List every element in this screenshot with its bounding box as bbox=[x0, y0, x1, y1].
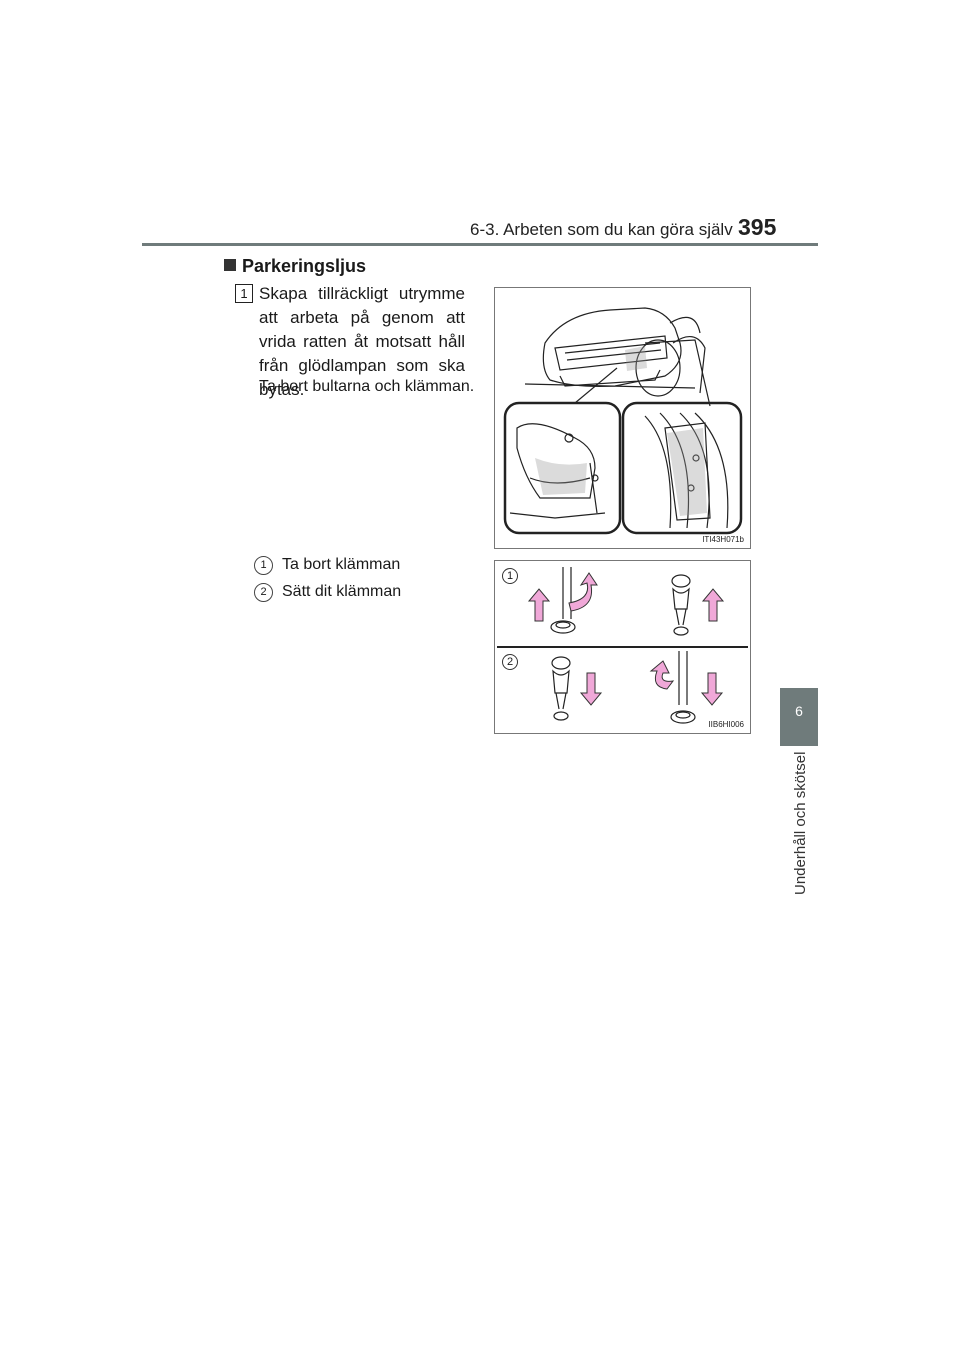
chapter-tab-label-text: Underhåll och skötsel bbox=[792, 751, 809, 895]
clip-illustration: 1 2 bbox=[494, 560, 751, 734]
clip-figure-label-1: 1 bbox=[502, 568, 518, 584]
section-heading: Parkeringsljus bbox=[224, 256, 366, 277]
step-number-box: 1 bbox=[235, 284, 253, 303]
step-sub-instruction: Ta bort bultarna och klämman. bbox=[259, 378, 475, 395]
clip-drawing bbox=[497, 567, 748, 724]
clip-figure-label-2: 2 bbox=[502, 654, 518, 670]
chapter-tab: 6 bbox=[780, 688, 818, 746]
item-number-2: 2 bbox=[254, 583, 273, 602]
header-divider bbox=[142, 243, 818, 246]
item-number-1: 1 bbox=[254, 556, 273, 575]
figure-code: ITI43H071b bbox=[702, 535, 744, 544]
chapter-tab-label: Underhåll och skötsel bbox=[785, 751, 815, 895]
chapter-heading: 6-3. Arbeten som du kan göra själv bbox=[470, 220, 733, 239]
item-text-2: Sätt dit klämman bbox=[282, 583, 402, 600]
car-bumper-illustration: ITI43H071b bbox=[494, 287, 751, 549]
page-number: 395 bbox=[738, 214, 777, 240]
car-bumper-drawing bbox=[503, 307, 743, 535]
section-title: Parkeringsljus bbox=[242, 256, 367, 276]
chapter-tab-number: 6 bbox=[795, 703, 803, 719]
figure-code: IIB6HI006 bbox=[708, 720, 744, 729]
step-instruction: Skapa tillräckligt utrymme att arbeta på… bbox=[259, 284, 465, 399]
square-bullet-icon bbox=[224, 259, 236, 271]
item-text-1: Ta bort klämman bbox=[282, 556, 401, 573]
